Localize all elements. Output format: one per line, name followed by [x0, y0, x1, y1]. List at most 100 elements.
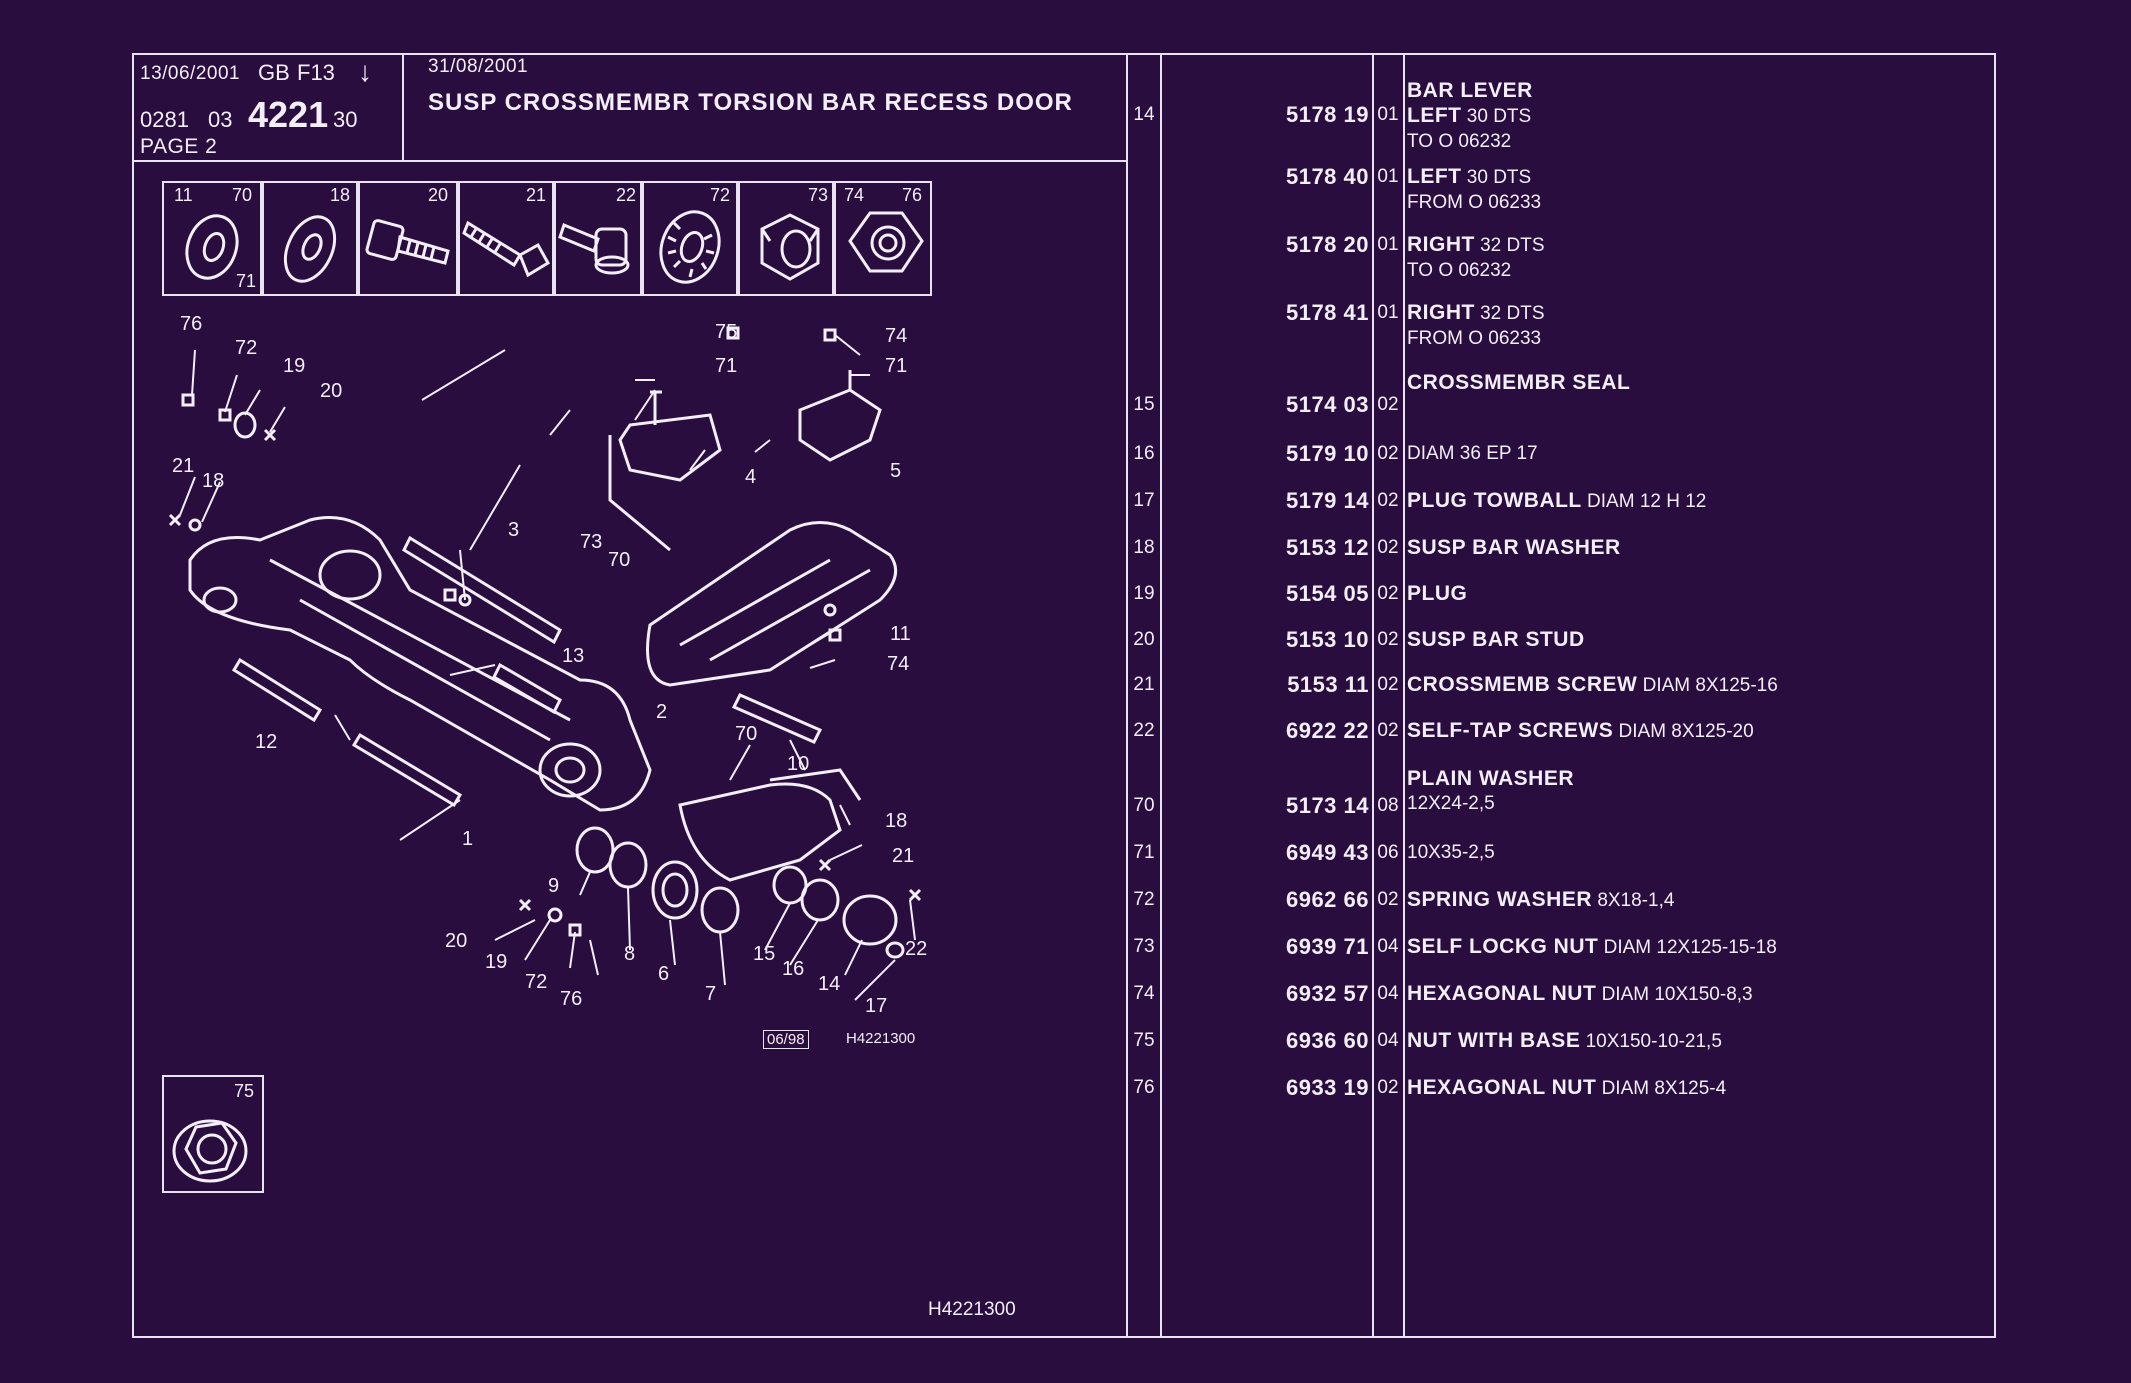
part-spec: 8X18-1,4 — [1597, 890, 1675, 911]
diagram-label: 70 — [608, 549, 630, 571]
part-reference: 6932 57 — [1285, 981, 1369, 1006]
part-quantity: 04 — [1377, 936, 1399, 957]
part-name: NUT WITH BASE — [1407, 1029, 1581, 1052]
lower-lever — [678, 782, 842, 882]
bushing-6 — [651, 860, 699, 920]
part-position: 76 — [1133, 1077, 1155, 1098]
diagram-label: 4 — [745, 466, 756, 488]
diagram-label: 13 — [562, 645, 584, 667]
part-line: PLUG TOWBALL DIAM 12 H 12 — [1407, 488, 1967, 514]
part-quantity: 08 — [1377, 795, 1399, 816]
part-line: SUSP BAR WASHER — [1407, 535, 1967, 561]
serrated-washer-icon — [659, 210, 721, 284]
divider-pos-column — [1160, 53, 1162, 1338]
part-name: SELF LOCKG NUT — [1407, 935, 1599, 958]
mount-4 — [618, 413, 722, 482]
bushing-14 — [842, 894, 898, 946]
part-quantity: 02 — [1377, 490, 1399, 511]
header-lang: GB — [258, 60, 290, 85]
tile-num: 11 — [174, 185, 193, 205]
part-spec: 10X150-10-21,5 — [1585, 1031, 1722, 1052]
bolt-1 — [351, 732, 463, 808]
diagram-label: 14 — [818, 973, 840, 995]
part-quantity: 01 — [1377, 302, 1399, 323]
tile-spring-washer-18: 18 — [262, 181, 358, 296]
part-reference: 6939 71 — [1285, 934, 1369, 959]
part-line: SELF LOCKG NUT DIAM 12X125-15-18 — [1407, 934, 1967, 960]
part-position: 14 — [1133, 104, 1155, 125]
tile-num: 20 — [428, 185, 449, 205]
hex-nut-icon — [848, 211, 924, 273]
part-line: SELF-TAP SCREWS DIAM 8X125-20 — [1407, 718, 1967, 744]
part-line: LEFT 30 DTS — [1407, 164, 1967, 190]
diagram-label: 71 — [715, 355, 737, 377]
divider-left-panel — [1126, 53, 1128, 1338]
part-line: HEXAGONAL NUT DIAM 8X125-4 — [1407, 1075, 1967, 1101]
part-reference: 5153 10 — [1285, 627, 1369, 652]
diagram-label: 21 — [892, 845, 914, 867]
tile-num: 72 — [710, 185, 731, 205]
tile-hex-nut-74-76: 74 76 — [834, 181, 932, 296]
part-line: 12X24-2,5 — [1407, 791, 1967, 816]
part-quantity: 02 — [1377, 674, 1399, 695]
part-name: HEXAGONAL NUT — [1407, 1076, 1597, 1099]
tile-stud-20: 20 — [358, 181, 458, 296]
diagram-label: 10 — [787, 753, 809, 775]
part-name: SPRING WASHER — [1407, 888, 1593, 911]
part-line: NUT WITH BASE 10X150-10-21,5 — [1407, 1028, 1967, 1054]
part-line: CROSSMEMB SCREW DIAM 8X125-16 — [1407, 672, 1967, 698]
part-group-title: PLAIN WASHER — [1407, 767, 1575, 790]
part-line: RIGHT 32 DTS — [1407, 300, 1967, 326]
tile-screw-21: 21 — [458, 181, 554, 296]
diagram-label: 19 — [485, 951, 507, 973]
screw-icon — [462, 220, 551, 278]
bushing-8 — [608, 841, 648, 889]
part-quantity: 02 — [1377, 629, 1399, 650]
part-position: 19 — [1133, 583, 1155, 604]
diagram-label: 21 — [172, 455, 194, 477]
diagram-label: 2 — [656, 701, 667, 723]
part-name: PLUG TOWBALL — [1407, 489, 1582, 512]
part-line: LEFT 30 DTS — [1407, 103, 1967, 129]
part-position: 71 — [1133, 842, 1155, 863]
diagram-label: 5 — [890, 460, 901, 482]
part-quantity: 02 — [1377, 537, 1399, 558]
part-spec: 32 DTS — [1480, 303, 1545, 324]
part-line: SPRING WASHER 8X18-1,4 — [1407, 887, 1967, 913]
tile-serrated-washer-72: 72 — [642, 181, 738, 296]
tile-num: 73 — [808, 185, 829, 205]
header-date1: 13/06/2001 — [140, 63, 241, 84]
diagram-label: 17 — [865, 995, 887, 1017]
part-spec: DIAM 10X150-8,3 — [1601, 984, 1753, 1005]
header-divider — [402, 53, 404, 160]
diagram-label: 11 — [890, 623, 911, 645]
part-quantity: 02 — [1377, 720, 1399, 741]
part-quantity: 01 — [1377, 104, 1399, 125]
part-group-title: BAR LEVER — [1407, 79, 1533, 102]
diagram-label: 76 — [180, 313, 202, 335]
part-position: 18 — [1133, 537, 1155, 558]
diagram-code-box: 06/98 — [763, 1030, 809, 1049]
tile-num: 75 — [234, 1081, 255, 1101]
diagram-label: 73 — [580, 531, 602, 553]
tile-self-tap-screw-22: 22 — [554, 181, 642, 296]
part-line: HEXAGONAL NUT DIAM 10X150-8,3 — [1407, 981, 1967, 1007]
header-ref-a: 0281 — [140, 107, 189, 132]
part-line: DIAM 36 EP 17 — [1407, 441, 1967, 466]
part-reference: 5178 19 — [1285, 102, 1369, 127]
part-quantity: 04 — [1377, 1030, 1399, 1051]
part-description: PLUG — [1407, 581, 1967, 607]
page-title: SUSP CROSSMEMBR TORSION BAR RECESS DOOR — [428, 89, 1073, 116]
part-reference: 6933 19 — [1285, 1075, 1369, 1100]
diagram-label: 3 — [508, 519, 519, 541]
diagram-label: 76 — [560, 988, 582, 1010]
header-ref-main: 4221 — [248, 94, 329, 135]
tile-lock-nut-73: 73 — [738, 181, 834, 296]
part-reference: 5179 10 — [1285, 441, 1369, 466]
part-position: 74 — [1133, 983, 1155, 1004]
part-spec: 32 DTS — [1480, 235, 1545, 256]
diagram-label: 8 — [624, 943, 635, 965]
part-line: 10X35-2,5 — [1407, 840, 1967, 865]
